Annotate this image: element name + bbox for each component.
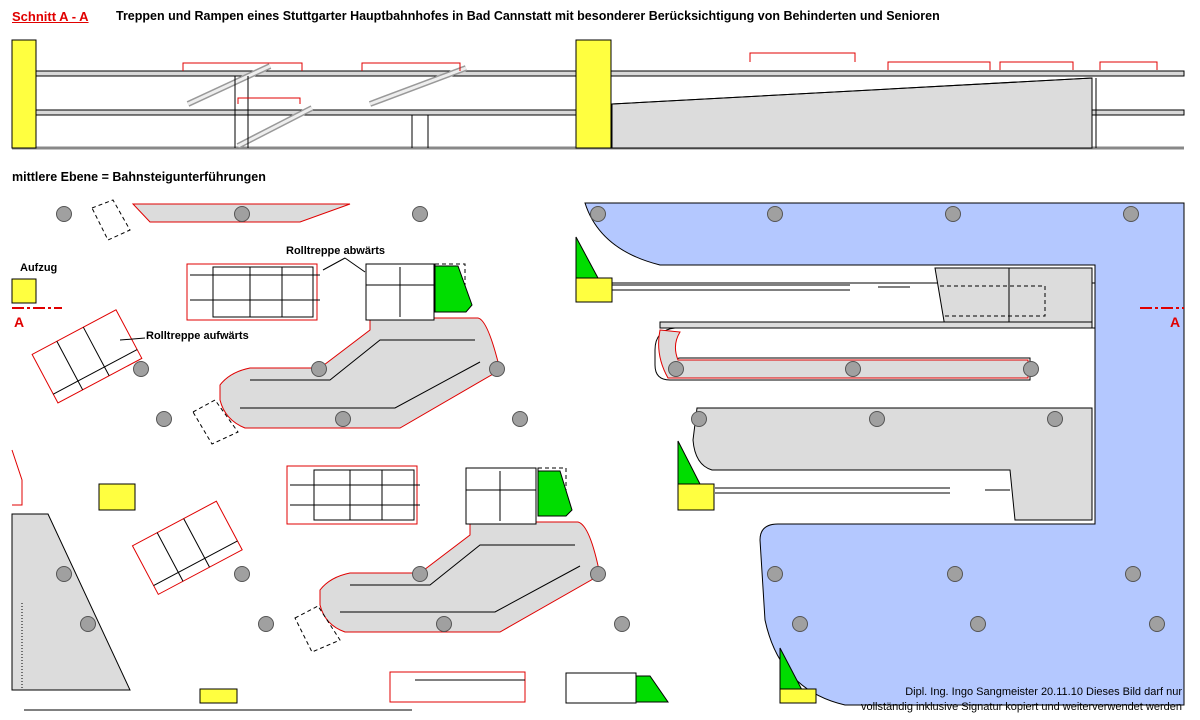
elevator-shaft-left [11,39,37,149]
drawing-title: Treppen und Rampen eines Stuttgarter Hau… [116,9,940,23]
platform-strip-left [11,513,131,691]
escalator-group-2 [286,465,537,525]
label-leaders [119,257,366,341]
green-landings [434,236,803,703]
section-view [11,39,1185,150]
columns [56,206,1165,632]
escalator-up-label: Rolltreppe aufwärts [146,330,249,342]
elevator-shaft-center [575,39,612,149]
section-label: Schnitt A - A [12,9,89,24]
escalator-down-label: Rolltreppe abwärts [286,245,386,257]
platform-outlines [182,52,1158,104]
escalator-tilted-1 [31,309,143,404]
escalator-bottom [389,671,637,704]
section-mark-left: A [14,314,25,330]
ramp-3 [319,521,601,633]
scale-bar [21,603,412,711]
level-title: mittlere Ebene = Bahnsteigunterführungen [12,170,266,184]
underpass-right [612,267,1096,521]
credit-line-1: Dipl. Ing. Ingo Sangmeister 20.11.10 Die… [905,686,1182,698]
credit-line-2: vollständig inklusive Signatur kopiert u… [860,701,1182,713]
section-escalator-1 [186,63,314,149]
section-escalator-2 [368,65,468,107]
elevators [11,277,817,704]
credit-note: Dipl. Ing. Ingo Sangmeister 20.11.10 Die… [861,685,1182,715]
elevator-label: Aufzug [20,262,58,274]
escalator-tilted-2 [131,500,243,596]
dashed-outlines [91,199,1046,653]
section-mark-right: A [1170,314,1181,330]
escalator-group-1 [186,263,435,321]
ramp-2 [219,317,501,429]
ramp-section [611,77,1093,149]
